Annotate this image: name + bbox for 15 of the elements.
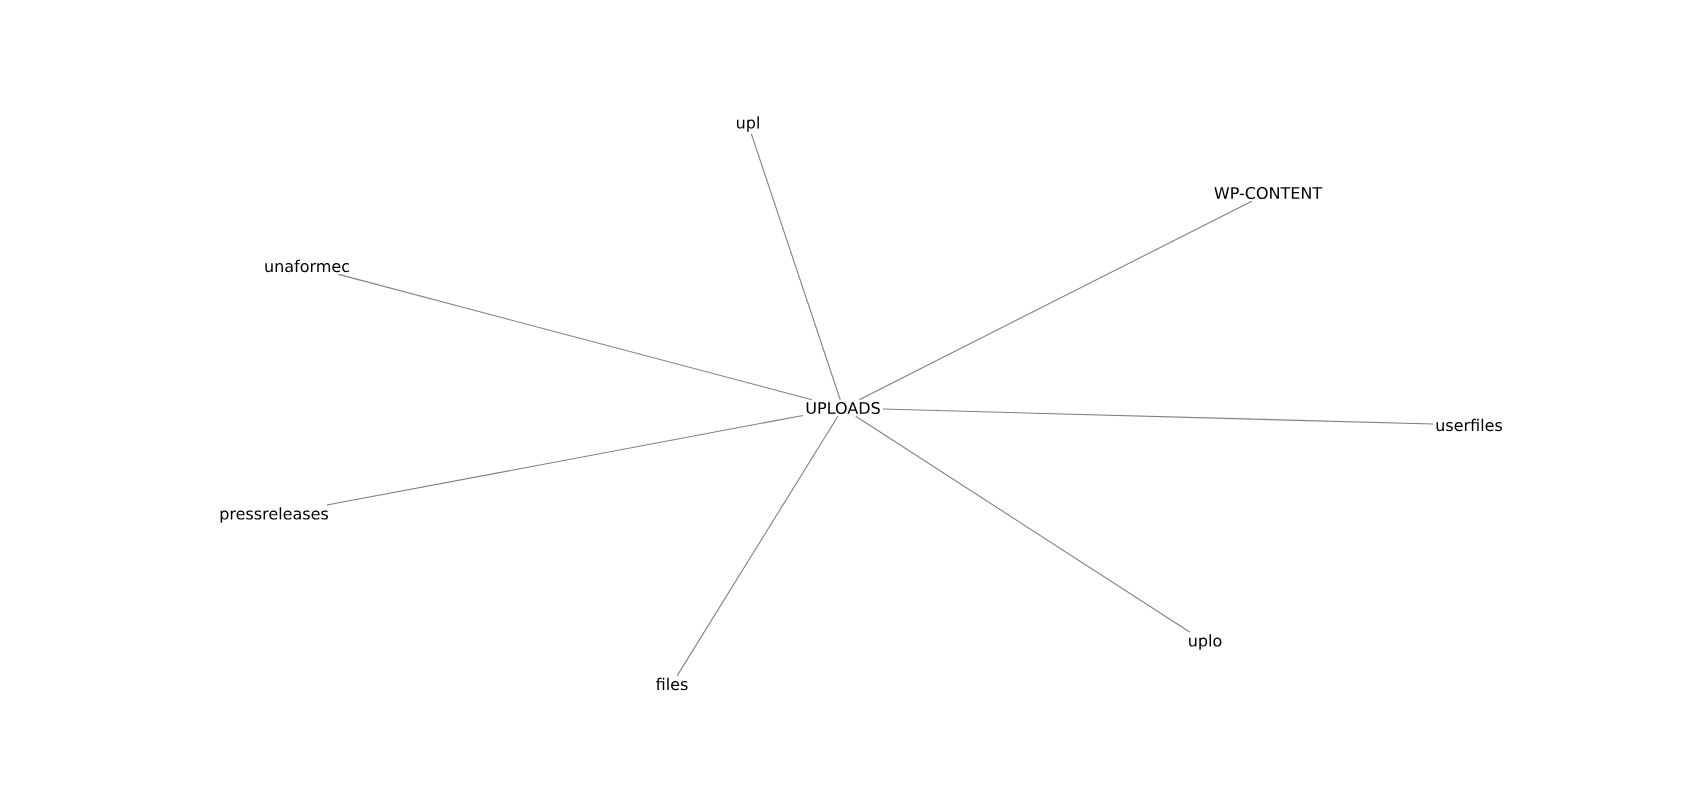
- node-label: userfiles: [1436, 418, 1503, 432]
- connector-line: [338, 273, 813, 401]
- node-label: upl: [737, 116, 759, 132]
- connector-line: [882, 408, 1434, 425]
- connector-line: [855, 415, 1191, 633]
- node-label: pressreleases: [220, 507, 329, 523]
- node-label: uplo: [1189, 634, 1222, 650]
- node-label: files: [656, 677, 688, 691]
- connector-line: [676, 415, 839, 677]
- connector-line: [750, 133, 841, 401]
- node-label: UPLOADS: [806, 401, 880, 415]
- connector-line: [326, 414, 804, 506]
- node-label: WP-CONTENT: [1214, 186, 1323, 200]
- node-label: unaformec: [265, 259, 350, 273]
- connector-line: [858, 200, 1253, 401]
